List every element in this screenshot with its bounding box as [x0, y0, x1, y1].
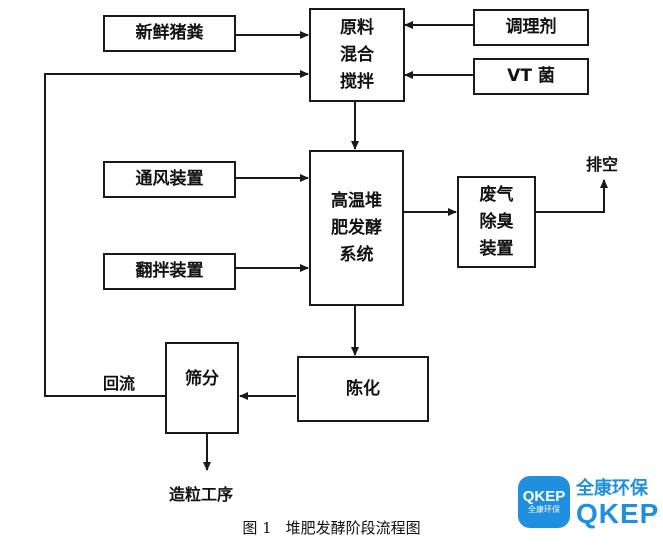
fermentation-label-line-3: 系统	[339, 244, 374, 265]
deodorization-label-line-2: 除臭	[479, 211, 514, 232]
arrow-deodorization-to-exhaust	[535, 179, 608, 213]
deodorization-box: 废气 除臭 装置	[457, 176, 536, 268]
aging-label: 陈化	[346, 378, 380, 399]
qkep-logo: QKEP 全康环保 全康环保 QKEP	[518, 472, 663, 534]
aging-box: 陈化	[297, 356, 429, 422]
mixing-label-line-2: 混合	[340, 44, 374, 65]
mixing-box: 原料 混合 搅拌	[309, 8, 405, 102]
exhaust-label: 排空	[586, 155, 619, 174]
turning-box: 翻拌装置	[103, 253, 236, 290]
fresh-manure-label: 新鲜猪粪	[135, 23, 204, 43]
logo-name-cn: 全康环保	[576, 478, 648, 499]
figure-number: 图 1	[242, 519, 272, 537]
vt-bacteria-box: VT 菌	[473, 58, 589, 95]
turning-label: 翻拌装置	[135, 261, 204, 281]
badge-en-text: QKEP	[522, 488, 566, 505]
backflow-label: 回流	[103, 374, 136, 393]
badge-cn-text: 全康环保	[528, 505, 560, 514]
figure-caption: 图 1 堆肥发酵阶段流程图	[0, 517, 663, 538]
conditioner-label: 调理剂	[505, 17, 557, 37]
mixing-label-line-3: 搅拌	[340, 71, 374, 92]
fresh-manure-box: 新鲜猪粪	[103, 15, 236, 52]
conditioner-box: 调理剂	[473, 9, 589, 46]
logo-name-en: QKEP	[576, 498, 660, 529]
fermentation-label-line-1: 高温堆	[331, 190, 382, 211]
screening-box: 筛分	[165, 342, 239, 434]
vt-bacteria-label: VT 菌	[507, 66, 555, 86]
arrow-backflow-to-mixing	[44, 70, 309, 397]
qkep-badge-icon: QKEP 全康环保	[518, 476, 570, 528]
screening-label: 筛分	[185, 369, 219, 389]
ventilation-box: 通风装置	[103, 161, 236, 198]
granulation-label: 造粒工序	[169, 485, 234, 504]
mixing-label-line-1: 原料	[340, 17, 374, 38]
deodorization-label-line-3: 装置	[479, 238, 514, 259]
fermentation-label-line-2: 肥发酵	[331, 217, 382, 238]
ventilation-label: 通风装置	[135, 169, 204, 189]
fermentation-box: 高温堆 肥发酵 系统	[309, 150, 404, 306]
figure-title: 堆肥发酵阶段流程图	[285, 519, 421, 537]
deodorization-label-line-1: 废气	[479, 184, 514, 205]
